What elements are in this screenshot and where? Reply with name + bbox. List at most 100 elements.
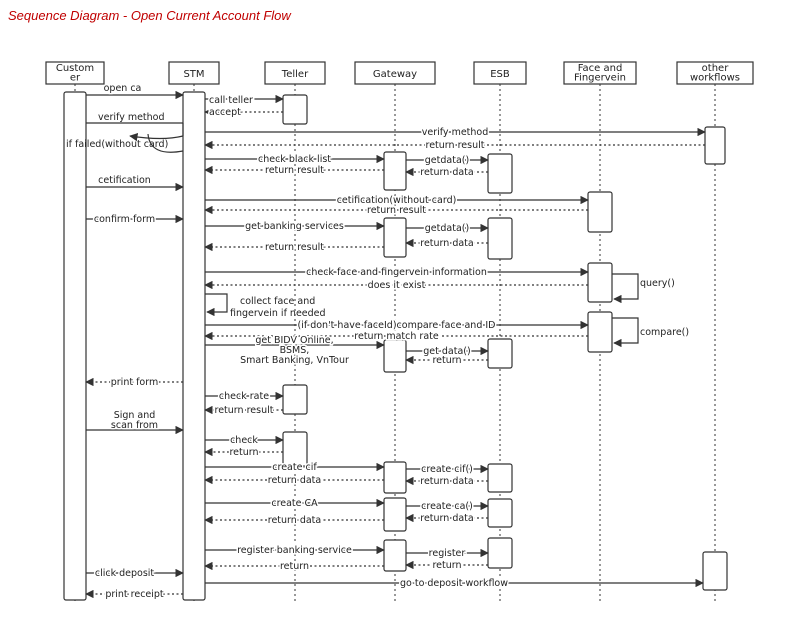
activation-box bbox=[487, 338, 513, 369]
message: getdata() bbox=[406, 222, 489, 236]
activation-box bbox=[383, 339, 407, 373]
message-label: cetification bbox=[98, 175, 151, 186]
participant-label: Gateway bbox=[373, 69, 417, 80]
message-label: return bbox=[432, 355, 461, 366]
message: return bbox=[405, 559, 488, 573]
message-label: check face and fingervein information bbox=[306, 267, 487, 278]
message: go to deposit workflow bbox=[205, 577, 704, 591]
message: get data() bbox=[406, 345, 489, 359]
message: return result bbox=[204, 404, 283, 418]
message-label: check rate bbox=[219, 391, 269, 402]
message-label: return result bbox=[215, 405, 274, 416]
message: return data bbox=[405, 475, 488, 489]
message: compare() bbox=[612, 317, 689, 348]
message: return bbox=[204, 560, 384, 574]
message-label: create cif bbox=[272, 462, 317, 473]
activation-box bbox=[704, 126, 726, 165]
activation-box bbox=[182, 91, 206, 601]
participant-box bbox=[354, 61, 436, 85]
message: verify method bbox=[205, 126, 706, 140]
message-label: print receipt bbox=[105, 589, 164, 600]
activation-box bbox=[487, 153, 513, 194]
message-label: register banking service bbox=[237, 545, 352, 556]
message-label: compare() bbox=[640, 327, 689, 338]
message: (if don't have faceId)compare face and I… bbox=[205, 319, 589, 333]
participant-box bbox=[473, 61, 527, 85]
message-label: confirm form bbox=[94, 214, 155, 225]
message: if failed(without card) bbox=[66, 133, 184, 153]
activation-box bbox=[282, 384, 308, 415]
activation-box bbox=[487, 537, 513, 569]
participant-stm: STM bbox=[168, 61, 220, 85]
message-label: return data bbox=[420, 476, 473, 487]
participant-box bbox=[168, 61, 220, 85]
message: confirm form bbox=[86, 213, 184, 227]
participant-gateway: Gateway bbox=[354, 61, 436, 85]
activation-box bbox=[487, 463, 513, 493]
activation-box bbox=[587, 262, 613, 303]
message: create cif bbox=[205, 461, 385, 475]
message: return result bbox=[204, 139, 705, 153]
message-label: print form bbox=[111, 377, 159, 388]
message: does it exist bbox=[204, 279, 588, 293]
message: return result bbox=[204, 241, 384, 255]
message-label: return bbox=[229, 447, 258, 458]
message-label: return result bbox=[367, 205, 426, 216]
message: print receipt bbox=[85, 588, 183, 602]
message: register banking service bbox=[205, 544, 385, 558]
message: return data bbox=[405, 512, 488, 526]
participant-esb: ESB bbox=[473, 61, 527, 85]
activation-box bbox=[487, 217, 513, 260]
participant-teller: Teller bbox=[264, 61, 326, 85]
activation-box bbox=[587, 191, 613, 233]
message-label: return data bbox=[268, 475, 321, 486]
message: open ca bbox=[86, 82, 184, 100]
message-label: return bbox=[280, 561, 309, 572]
message-label: open ca bbox=[104, 83, 142, 94]
message: return match rate bbox=[204, 330, 588, 344]
message-label: return result bbox=[265, 165, 324, 176]
message: click deposit bbox=[86, 567, 184, 581]
message: return result bbox=[204, 164, 384, 178]
message-label: go to deposit workflow bbox=[400, 578, 508, 589]
message-label: get BIDV Online,BSMS,Smart Banking, VnTo… bbox=[240, 335, 349, 366]
message-label: return data bbox=[420, 513, 473, 524]
message-label: create cif() bbox=[421, 464, 473, 475]
activation-box bbox=[383, 217, 407, 258]
activation-box bbox=[383, 461, 407, 494]
activation-box bbox=[383, 497, 407, 532]
activation-box bbox=[383, 151, 407, 191]
message-label: get data() bbox=[423, 346, 470, 357]
activation-box bbox=[282, 94, 308, 125]
diagram-title: Sequence Diagram - Open Current Account … bbox=[8, 8, 291, 23]
message-label: return bbox=[432, 560, 461, 571]
message: print form bbox=[85, 376, 183, 390]
message-label: return data bbox=[420, 167, 473, 178]
activation-box bbox=[282, 431, 308, 467]
message-label: if failed(without card) bbox=[66, 139, 168, 150]
message: check black list bbox=[205, 153, 385, 167]
message: return result bbox=[204, 204, 588, 218]
message-label: query() bbox=[640, 278, 675, 289]
activation-box bbox=[587, 311, 613, 353]
message-label: getdata() bbox=[425, 223, 469, 234]
message: return bbox=[204, 446, 283, 460]
message-label: verify method bbox=[422, 127, 489, 138]
activation-box bbox=[383, 539, 407, 572]
message-label: return result bbox=[265, 242, 324, 253]
message-label: return data bbox=[268, 515, 321, 526]
message: return data bbox=[405, 166, 488, 180]
message-label: check bbox=[230, 435, 258, 446]
message: check rate bbox=[205, 390, 284, 404]
message-label: click deposit bbox=[95, 568, 155, 579]
participant-label: Teller bbox=[281, 69, 309, 80]
message: check bbox=[205, 434, 284, 448]
